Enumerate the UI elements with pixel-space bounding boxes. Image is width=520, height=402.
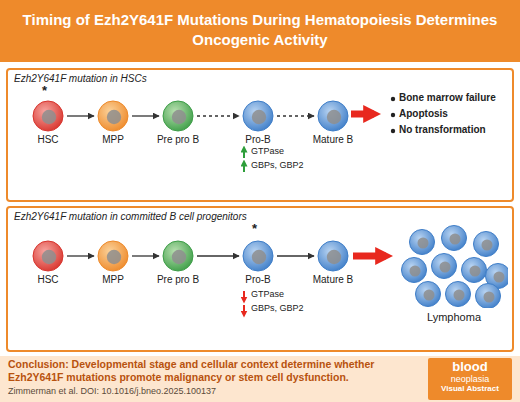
outcome-text: Apoptosis xyxy=(399,108,448,119)
journal-logo: bloodneoplasiaVisual Abstract xyxy=(428,358,512,400)
cell-label: Pre pro B xyxy=(157,134,199,145)
bullet xyxy=(391,97,395,101)
cell-shape xyxy=(162,100,194,132)
lineage-arrow xyxy=(277,115,314,116)
footer-band xyxy=(0,356,520,402)
lymphoma-cluster: Lymphoma xyxy=(400,224,508,308)
logo-text: blood xyxy=(432,360,508,374)
cell-shape xyxy=(317,100,349,132)
lineage-arrow xyxy=(67,255,94,256)
panel-box: Ezh2Y641F mutation in committed B cell p… xyxy=(6,206,514,352)
cell-label: Pro-B xyxy=(245,134,271,145)
cell-shape xyxy=(242,240,274,272)
outcome-arrow xyxy=(351,111,374,118)
cell-label: MPP xyxy=(102,134,124,145)
panel-box: Ezh2Y641F mutation in HSCsHSC MPP Pre pro … xyxy=(6,68,514,202)
cell-shape xyxy=(97,100,129,132)
lineage-arrow xyxy=(197,255,239,256)
lineage-arrow xyxy=(132,115,159,116)
cell-cluster xyxy=(400,224,508,308)
cell-shape xyxy=(32,100,64,132)
bullet xyxy=(391,113,395,117)
lineage-arrow xyxy=(132,255,159,256)
down-arrow xyxy=(243,305,245,314)
header-band xyxy=(0,0,520,62)
cell-circle: Mature B xyxy=(317,240,349,272)
up-arrow xyxy=(243,149,245,158)
cell-shape xyxy=(317,240,349,272)
gene-label: GBPs, GBP2 xyxy=(251,304,304,314)
cell-circle: Pro-B xyxy=(242,100,274,132)
outcome-arrow xyxy=(353,253,386,260)
lineage-arrow xyxy=(197,115,239,116)
logo-text: neoplasia xyxy=(432,374,508,384)
up-arrow xyxy=(243,163,245,172)
citation: Zimmerman et al. DOI: 10.1016/j.bneo.202… xyxy=(8,387,216,397)
gene-label: GBPs, GBP2 xyxy=(251,161,304,171)
asterisk: * xyxy=(42,84,47,98)
cell-circle: Pre pro B xyxy=(162,240,194,272)
cell-circle: MPP xyxy=(97,100,129,132)
logo-text: Visual Abstract xyxy=(432,384,508,393)
cell-circle: Pre pro B xyxy=(162,100,194,132)
outcome-text: No transformation xyxy=(399,124,486,135)
cell-shape xyxy=(242,100,274,132)
cell-shape xyxy=(97,240,129,272)
cell-shape xyxy=(162,240,194,272)
title: Timing of Ezh2Y641F Mutations During Hem… xyxy=(20,10,500,50)
cell-shape xyxy=(32,240,64,272)
conclusion-text: Conclusion: Developmental stage and cell… xyxy=(8,358,420,384)
panel-heading: Ezh2Y641F mutation in HSCs xyxy=(14,73,147,84)
cell-circle: Mature B xyxy=(317,100,349,132)
cell-label: HSC xyxy=(37,134,58,145)
cell-circle: HSC xyxy=(32,100,64,132)
cell-circle: MPP xyxy=(97,240,129,272)
gene-label: GTPase xyxy=(251,290,284,300)
gene-label: GTPase xyxy=(251,147,284,157)
bullet xyxy=(391,129,395,133)
panel-heading: Ezh2Y641F mutation in committed B cell p… xyxy=(14,211,247,222)
cell-circle: HSC xyxy=(32,240,64,272)
cluster-label: Lymphoma xyxy=(427,311,481,323)
cell-label: HSC xyxy=(37,274,58,285)
asterisk: * xyxy=(252,222,257,236)
cell-label: Pre pro B xyxy=(157,274,199,285)
cell-label: Mature B xyxy=(313,134,354,145)
outcome-text: Bone marrow failure xyxy=(399,92,496,103)
cell-circle: Pro-B xyxy=(242,240,274,272)
down-arrow xyxy=(243,291,245,300)
cell-label: MPP xyxy=(102,274,124,285)
cell-label: Mature B xyxy=(313,274,354,285)
lineage-arrow xyxy=(67,115,94,116)
lineage-arrow xyxy=(277,255,314,256)
cell-label: Pro-B xyxy=(245,274,271,285)
